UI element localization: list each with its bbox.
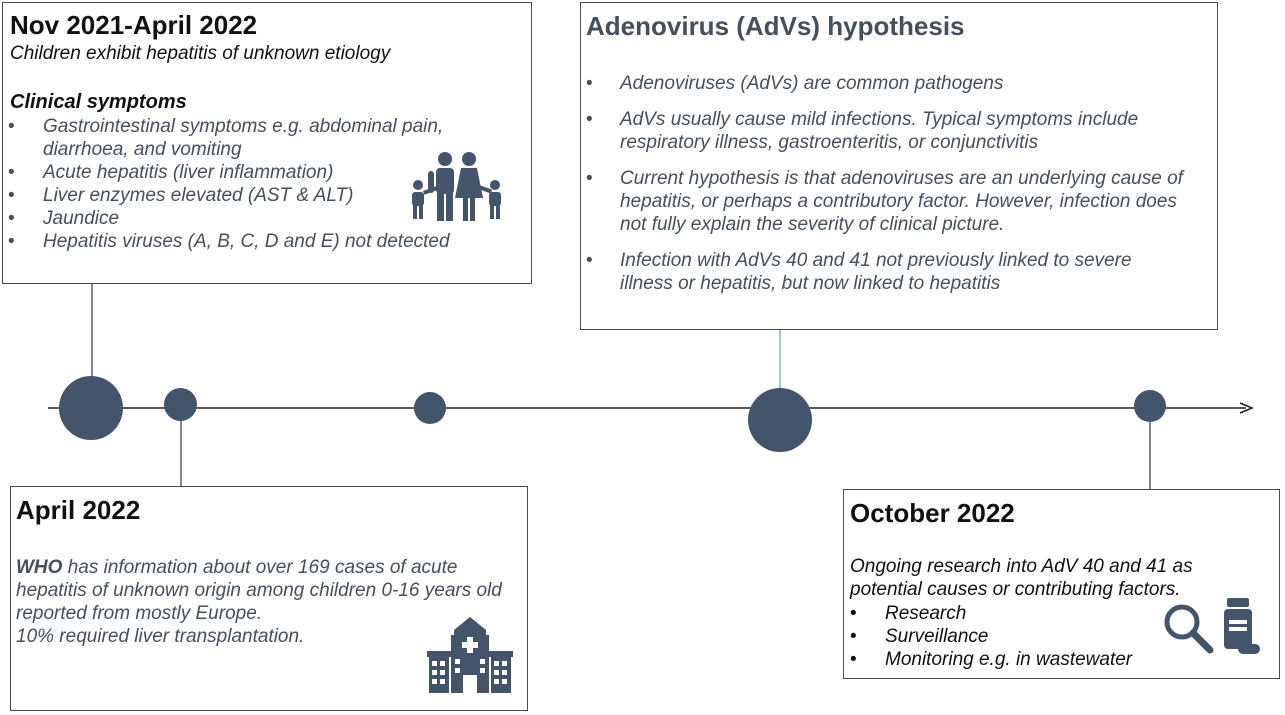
list-item: •Gastrointestinal symptoms e.g. abdomina… xyxy=(8,116,444,160)
connector-box2 xyxy=(779,328,781,390)
timeline-dot-october-2022 xyxy=(1134,390,1166,422)
connector-box3 xyxy=(180,420,182,487)
list-item: •Jaundice xyxy=(8,208,120,229)
box1-subtitle: Children exhibit hepatitis of unknown et… xyxy=(10,43,391,64)
box4-intro: Ongoing research into AdV 40 and 41 as p… xyxy=(850,556,1193,600)
list-item: •Monitoring e.g. in wastewater xyxy=(850,649,1133,670)
list-item: •Research xyxy=(850,603,967,624)
list-item: •Infection with AdVs 40 and 41 not previ… xyxy=(586,250,1132,294)
box2-list: •Adenoviruses (AdVs) are common pathogen… xyxy=(586,72,1196,295)
list-item: •Adenoviruses (AdVs) are common pathogen… xyxy=(586,73,1004,94)
list-item: •Current hypothesis is that adenoviruses… xyxy=(586,168,1183,235)
box-october-2022: October 2022 Ongoing research into AdV 4… xyxy=(843,489,1280,679)
connector-box1 xyxy=(91,283,93,378)
hospital-icon xyxy=(427,617,513,693)
box3-title: April 2022 xyxy=(16,495,141,525)
list-item: •Hepatitis viruses (A, B, C, D and E) no… xyxy=(8,231,450,252)
box2-title: Adenovirus (AdVs) hypothesis xyxy=(586,11,965,41)
box3-text2: 10% required liver transplantation. xyxy=(16,626,305,647)
box-adenovirus-hypothesis: Adenovirus (AdVs) hypothesis •Adenovirus… xyxy=(580,2,1218,330)
timeline-dot-adenovirus xyxy=(748,388,812,452)
timeline-dot-nov-2021 xyxy=(59,376,123,440)
timeline-dot-april-2022 xyxy=(164,388,197,421)
box3-text1: has information about over 169 cases of … xyxy=(16,557,502,624)
box1-title: Nov 2021-April 2022 xyxy=(10,10,258,40)
list-item: •AdVs usually cause mild infections. Typ… xyxy=(586,109,1139,153)
box-april-2022: April 2022 WHO has information about ove… xyxy=(10,486,528,711)
timeline-dot-mid xyxy=(414,392,446,424)
list-item: •Surveillance xyxy=(850,626,989,647)
box1-symptom-list: •Gastrointestinal symptoms e.g. abdomina… xyxy=(8,115,508,253)
connector-box4 xyxy=(1149,422,1151,489)
medicine-bottle-icon xyxy=(1224,598,1260,654)
who-label: WHO xyxy=(16,557,63,578)
box3-body: WHO has information about over 169 cases… xyxy=(16,556,521,648)
list-item: •Acute hepatitis (liver inflammation) xyxy=(8,162,334,183)
family-icon xyxy=(412,152,501,221)
box1-section-title: Clinical symptoms xyxy=(10,91,187,113)
magnifier-icon xyxy=(1164,604,1214,654)
box4-title: October 2022 xyxy=(850,498,1015,528)
box-nov-2021: Nov 2021-April 2022 Children exhibit hep… xyxy=(2,2,532,284)
list-item: •Liver enzymes elevated (AST & ALT) xyxy=(8,185,354,206)
box4-list: •Research •Surveillance •Monitoring e.g.… xyxy=(850,602,1270,671)
